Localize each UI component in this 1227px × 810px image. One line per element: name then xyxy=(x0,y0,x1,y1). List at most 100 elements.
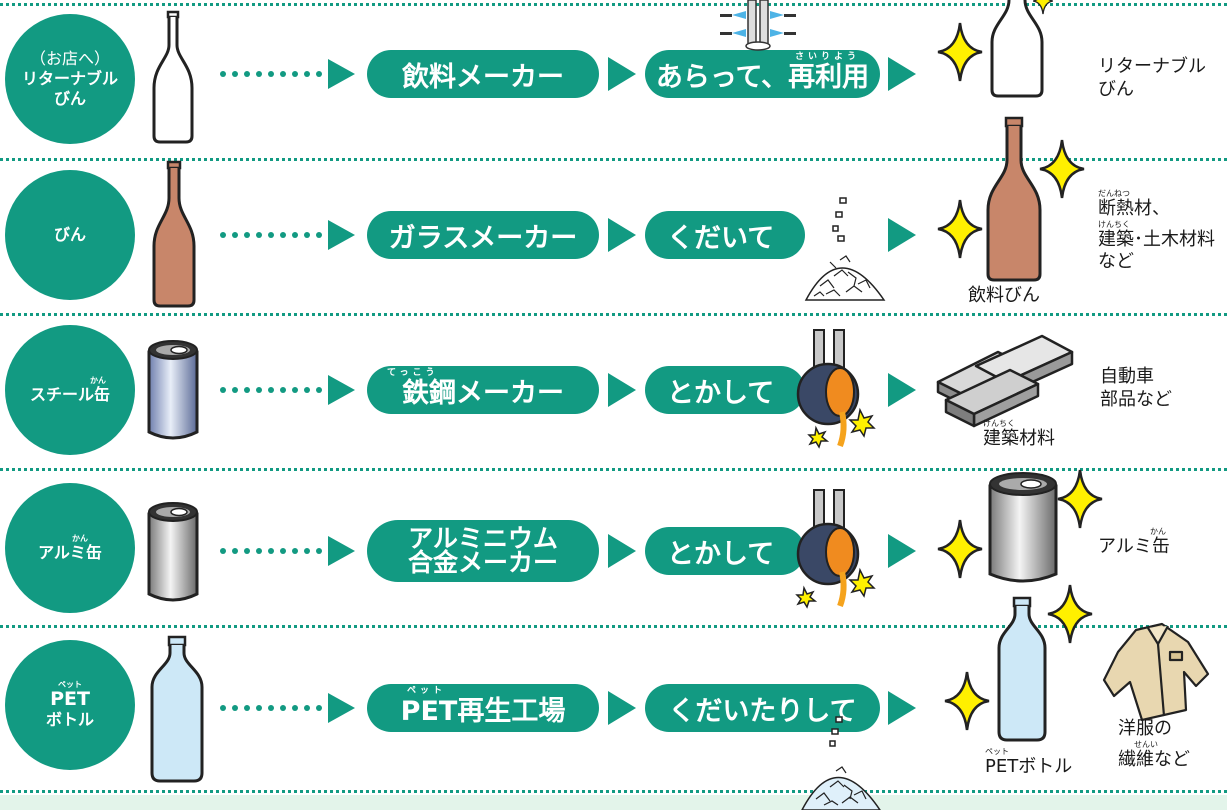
result-label: だんねつ 断熱材、 けんちく 建築･土木材料 など xyxy=(1098,190,1215,274)
maker-pill: 飲料メーカー xyxy=(367,50,599,98)
type-circle: びん xyxy=(5,170,135,300)
bottle-icon xyxy=(150,635,204,783)
shirt-icon xyxy=(1102,622,1210,722)
result-label: リターナブル びん xyxy=(1098,56,1206,101)
bottle-icon xyxy=(152,10,194,144)
result-line: びん xyxy=(1098,78,1134,100)
type-circle: かん アルミ缶 xyxy=(5,483,135,613)
crushed-glass-icon xyxy=(804,197,886,301)
flow-arrow-icon xyxy=(220,220,355,250)
process-ruby: さいりよう xyxy=(795,52,861,62)
result-line: 自動車 xyxy=(1100,366,1154,387)
result-label: 自動車 部品など xyxy=(1100,366,1172,411)
step-arrow xyxy=(608,691,636,725)
type-ruby: ペット xyxy=(58,680,82,690)
step-arrow xyxy=(888,691,916,725)
process-label: あらって、再利用 xyxy=(655,61,870,93)
maker-ruby: てっこう xyxy=(387,368,439,378)
sparkle-icon xyxy=(937,199,983,259)
product-label-text: 建築材料 xyxy=(983,428,1055,449)
result-label: かん アルミ缶 xyxy=(1098,528,1170,559)
type-label-line: ボトル xyxy=(45,709,94,729)
result-line: リターナブル xyxy=(1098,56,1206,77)
sparkle-icon xyxy=(1057,469,1103,529)
result-ruby: けんちく xyxy=(1098,219,1130,229)
result-line: 洋服の xyxy=(1118,718,1172,739)
step-arrow xyxy=(608,373,636,407)
result-ruby: せんい xyxy=(1134,739,1158,749)
result-line: アルミ缶 xyxy=(1098,536,1170,557)
product-label: 飲料びん xyxy=(968,285,1040,306)
type-circle: ペット PET ボトル xyxy=(5,640,135,770)
product-label: ペット PETボトル xyxy=(985,748,1072,779)
product-label-text: PETボトル xyxy=(985,756,1073,777)
sparkle-icon xyxy=(937,22,983,82)
result-ruby: だんねつ xyxy=(1098,189,1130,198)
maker-pill: ペット PET再生工場 xyxy=(367,684,599,732)
can-icon xyxy=(147,502,199,602)
type-pre-label: （お店へ） xyxy=(29,49,110,68)
ladle-icon xyxy=(795,489,876,609)
step-arrow xyxy=(888,373,916,407)
crushed-glass-icon xyxy=(801,716,881,810)
can-icon xyxy=(147,340,199,440)
product-label: けんちく 建築材料 xyxy=(983,420,1055,451)
divider xyxy=(0,790,1227,793)
maker-pill: てっこう 鉄鋼メーカー xyxy=(367,366,599,414)
sparkle-icon xyxy=(1032,0,1054,15)
process-pill: とかして xyxy=(645,366,805,414)
type-label-line: PET xyxy=(50,688,90,711)
divider xyxy=(0,468,1227,471)
result-ruby: かん xyxy=(1150,527,1166,536)
product-ruby: ペット xyxy=(985,747,1009,756)
maker-label: ガラスメーカー xyxy=(388,222,578,254)
wash-nozzle-icon xyxy=(720,0,796,51)
result-line: 建築･土木材料 xyxy=(1098,228,1215,250)
maker-pill: ガラスメーカー xyxy=(367,211,599,259)
result-line: など xyxy=(1098,251,1134,272)
step-arrow xyxy=(888,57,916,91)
ladle-icon xyxy=(796,329,876,449)
maker-label: 飲料メーカー xyxy=(402,61,564,93)
maker-label-line: 合金メーカー xyxy=(407,548,558,577)
type-ruby: かん xyxy=(90,375,106,385)
type-ruby: かん xyxy=(72,533,88,543)
bottle-icon xyxy=(997,596,1047,742)
flow-arrow-icon xyxy=(220,693,355,723)
process-pill: くだいて xyxy=(645,211,805,259)
steel-beam-icon xyxy=(936,334,1074,428)
process-pill: くだいたりして xyxy=(645,684,880,732)
footer-band xyxy=(0,795,1227,810)
product-ruby: けんちく xyxy=(983,419,1015,428)
type-label-line: アルミ缶 xyxy=(38,542,102,562)
divider xyxy=(0,3,1227,6)
flow-arrow-icon xyxy=(220,536,355,566)
step-arrow xyxy=(608,218,636,252)
type-circle: かん スチール缶 xyxy=(5,325,135,455)
step-arrow xyxy=(608,57,636,91)
step-arrow xyxy=(608,534,636,568)
result-line: 断熱材、 xyxy=(1098,198,1170,219)
maker-ruby: ペット xyxy=(407,686,447,696)
process-label: とかして xyxy=(667,377,775,409)
process-label: くだいて xyxy=(667,222,775,254)
bottle-icon xyxy=(990,0,1044,98)
type-label-line: びん xyxy=(53,89,86,108)
result-label: 洋服の せんい 繊維など xyxy=(1118,718,1190,771)
maker-label-line: アルミニウム xyxy=(408,524,558,553)
bottle-icon xyxy=(152,160,196,308)
maker-label: 鉄鋼メーカー xyxy=(402,377,564,409)
divider xyxy=(0,625,1227,628)
type-label-line: びん xyxy=(53,225,86,244)
bottle-icon xyxy=(986,116,1042,282)
flow-arrow-icon xyxy=(220,59,355,89)
process-label: とかして xyxy=(667,538,775,570)
sparkle-icon xyxy=(1047,584,1093,644)
divider xyxy=(0,313,1227,316)
process-label: くだいたりして xyxy=(668,695,857,727)
type-label-line: リターナブル xyxy=(21,69,118,88)
step-arrow xyxy=(888,218,916,252)
flow-arrow-icon xyxy=(220,375,355,405)
result-line: 繊維など xyxy=(1118,748,1190,770)
